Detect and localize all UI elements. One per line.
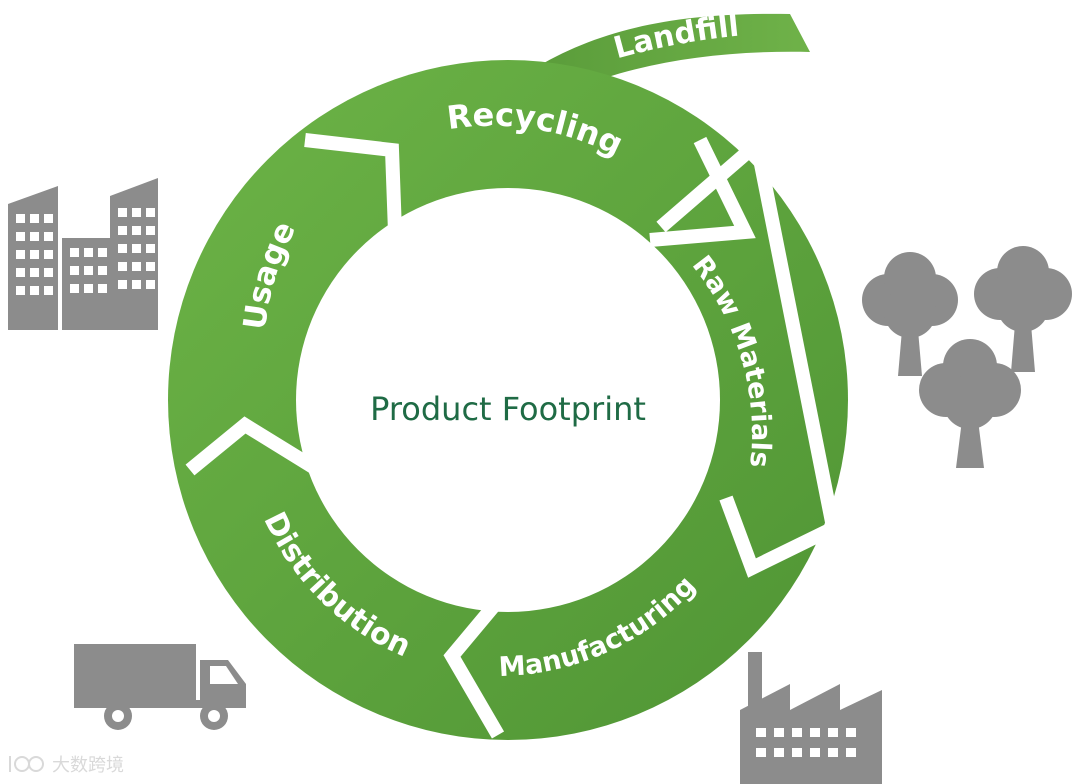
watermark-text: 大数跨境 bbox=[52, 755, 124, 776]
truck-icon bbox=[74, 644, 246, 730]
trees-icon bbox=[862, 246, 1072, 468]
center-title: Product Footprint bbox=[370, 390, 646, 428]
landfill-branch bbox=[532, 13, 810, 90]
center-circle bbox=[296, 188, 720, 612]
factory-icon bbox=[740, 652, 882, 784]
watermark-logo-icon bbox=[9, 756, 44, 772]
watermark: 大数跨境 bbox=[9, 755, 124, 776]
cycle-ring bbox=[168, 60, 854, 740]
buildings-icon bbox=[8, 178, 158, 330]
